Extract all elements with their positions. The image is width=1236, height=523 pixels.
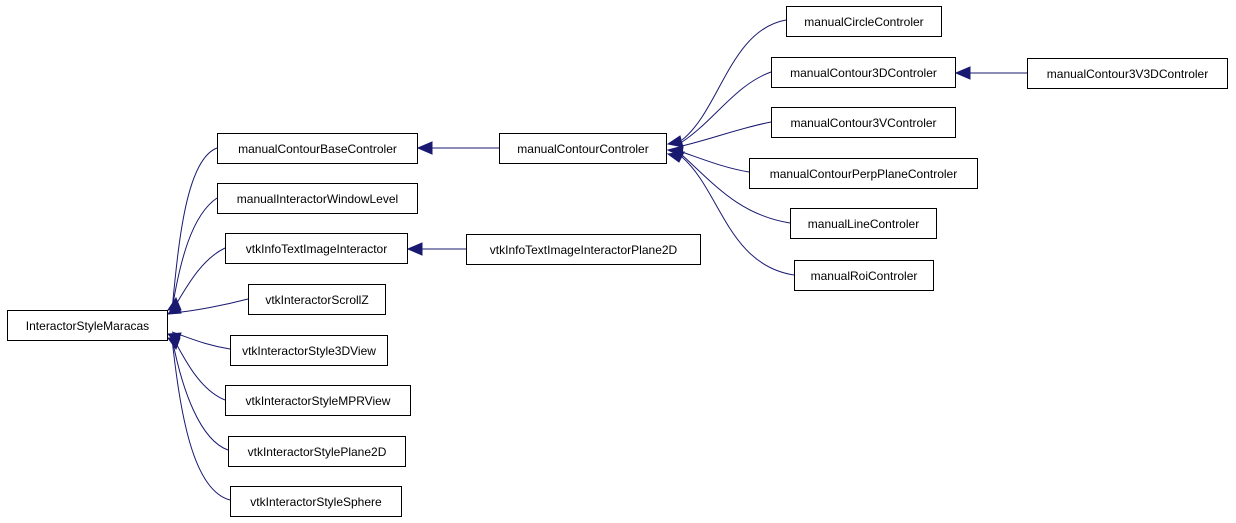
edge-manual-roi-controler: [681, 156, 795, 276]
node-vtk-interactor-style-plane-2d[interactable]: vtkInteractorStylePlane2D: [228, 436, 406, 467]
node-manual-roi-controler[interactable]: manualRoiControler: [794, 260, 934, 291]
node-interactor-style-maracas[interactable]: InteractorStyleMaracas: [7, 310, 168, 341]
edge-vtk-interactor-style-plane-2d: [171, 337, 229, 451]
node-manual-contour-base-controler[interactable]: manualContourBaseControler: [217, 133, 418, 164]
node-vtk-interactor-style-mpr-view[interactable]: vtkInteractorStyleMPRView: [225, 385, 411, 416]
edge-vtk-interactor-scroll-z: [171, 298, 249, 314]
edge-vtk-info-text-image-interactor: [171, 247, 226, 312]
arrowhead-maracas-4: [167, 337, 181, 351]
arrowhead-contour-3: [666, 151, 685, 163]
node-manual-line-controler[interactable]: manualLineControler: [790, 208, 937, 239]
arrowhead-maracas-2: [166, 302, 182, 315]
edge-vtk-interactor-style-mpr-view: [171, 335, 226, 401]
node-vtk-info-text-image-interactor[interactable]: vtkInfoTextImageInteractor: [225, 233, 408, 264]
edge-manual-contour-base-controler: [171, 147, 218, 311]
arrowhead-contour-1: [666, 135, 684, 148]
node-manual-contour-controler[interactable]: manualContourControler: [499, 133, 667, 164]
node-vtk-interactor-style-3d-view[interactable]: vtkInteractorStyle3DView: [230, 335, 388, 366]
edge-manual-contour-3d-controler: [681, 71, 772, 143]
edge-manual-contour-3v-controler: [681, 121, 772, 147]
edge-manual-contour-perp-plane-controler: [681, 151, 750, 173]
node-vtk-interactor-scroll-z[interactable]: vtkInteractorScrollZ: [248, 284, 386, 315]
arrowhead-contour3d: [954, 66, 971, 80]
edge-vtk-interactor-style-sphere: [171, 338, 231, 501]
edge-manual-interactor-window-level: [171, 197, 218, 311]
edge-manual-circle-controler: [681, 19, 787, 141]
node-manual-interactor-window-level[interactable]: manualInteractorWindowLevel: [217, 183, 418, 214]
arrowhead-base: [416, 141, 433, 155]
arrowhead-info-text: [406, 242, 423, 256]
node-manual-contour-3v-controler[interactable]: manualContour3VControler: [771, 107, 956, 138]
node-manual-contour-3v3d-controler[interactable]: manualContour3V3DControler: [1027, 58, 1228, 89]
edge-manual-line-controler: [681, 154, 791, 224]
node-vtk-info-text-image-interactor-plane-2d[interactable]: vtkInfoTextImageInteractorPlane2D: [466, 234, 701, 265]
node-vtk-interactor-style-sphere[interactable]: vtkInteractorStyleSphere: [230, 486, 402, 517]
node-manual-contour-perp-plane-controler[interactable]: manualContourPerpPlaneControler: [749, 158, 978, 189]
node-manual-contour-3d-controler[interactable]: manualContour3DControler: [771, 57, 956, 88]
node-manual-circle-controler[interactable]: manualCircleControler: [786, 6, 942, 37]
